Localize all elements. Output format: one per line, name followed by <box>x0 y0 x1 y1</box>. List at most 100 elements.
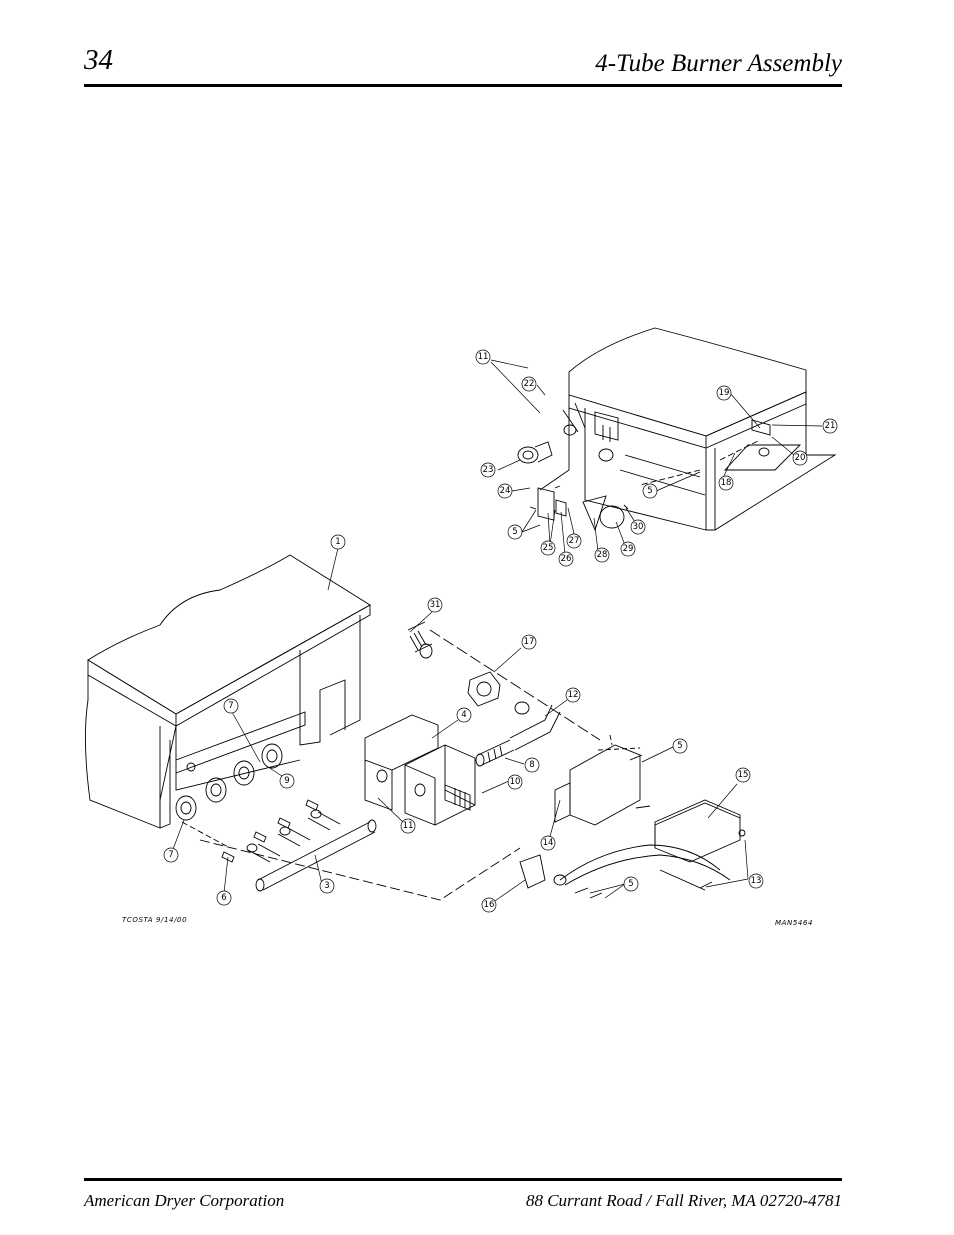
callout-c14: 14 <box>540 835 556 851</box>
callout-label: 5 <box>677 741 682 751</box>
callout-bubble <box>792 450 808 466</box>
callout-c10: 10 <box>507 774 523 790</box>
callout-label: 23 <box>483 465 494 475</box>
callout-label: 3 <box>324 881 329 891</box>
footer-address: 88 Currant Road / Fall River, MA 02720-4… <box>525 1191 842 1210</box>
callout-c9: 9 <box>279 773 295 789</box>
callout-bubble <box>319 878 335 894</box>
callout-bubble <box>594 547 610 563</box>
callout-label: 8 <box>529 760 534 770</box>
callout-bubble <box>400 818 416 834</box>
callout-c24: 24 <box>497 483 513 499</box>
callout-label: 18 <box>721 478 732 488</box>
callout-c6: 6 <box>216 890 232 906</box>
callout-label: 14 <box>543 838 554 848</box>
callout-bubble <box>558 551 574 567</box>
callout-bubble <box>507 774 523 790</box>
callout-bubble <box>642 483 658 499</box>
callout-bubble <box>524 757 540 773</box>
callout-bubble <box>540 540 556 556</box>
callout-label: 17 <box>524 637 535 647</box>
callout-label: 19 <box>719 388 730 398</box>
callout-c11a: 11 <box>475 349 491 365</box>
callout-label: 16 <box>484 900 495 910</box>
callout-c11b: 11 <box>400 818 416 834</box>
callout-c13: 13 <box>748 873 764 889</box>
callout-c16: 16 <box>481 897 497 913</box>
footer-company: American Dryer Corporation <box>84 1191 285 1210</box>
callout-bubble <box>620 541 636 557</box>
drawing-number: MAN5464 <box>775 919 813 927</box>
callout-label: 31 <box>430 600 441 610</box>
callout-label: 1 <box>335 537 340 547</box>
upper-detail-parts <box>517 402 629 532</box>
callout-label: 22 <box>524 379 535 389</box>
callout-bubble <box>521 634 537 650</box>
callout-bubble <box>163 847 179 863</box>
callout-bubble <box>279 773 295 789</box>
leader-lines <box>171 359 823 904</box>
callout-label: 7 <box>228 701 233 711</box>
callout-c29: 29 <box>620 541 636 557</box>
callout-c5d: 5 <box>623 876 639 892</box>
callout-c15: 15 <box>735 767 751 783</box>
page-number: 34 <box>84 44 113 76</box>
callout-c1: 1 <box>330 534 346 550</box>
callout-label: 5 <box>512 527 517 537</box>
callout-c4: 4 <box>456 707 472 723</box>
callout-bubble <box>521 376 537 392</box>
callout-bubble <box>735 767 751 783</box>
footer-rule <box>84 1178 842 1181</box>
callout-bubble <box>481 897 497 913</box>
callout-c20: 20 <box>792 450 808 466</box>
callout-label: 26 <box>561 554 572 564</box>
ignition-module <box>519 734 746 899</box>
callout-label: 29 <box>623 544 634 554</box>
callout-c5b: 5 <box>642 483 658 499</box>
callout-c17: 17 <box>521 634 537 650</box>
callout-bubble <box>748 873 764 889</box>
callout-label: 20 <box>795 453 806 463</box>
callout-label: 15 <box>738 770 749 780</box>
callout-c8: 8 <box>524 757 540 773</box>
callout-label: 11 <box>403 821 414 831</box>
callout-c5c: 5 <box>672 738 688 754</box>
callout-bubble <box>716 385 732 401</box>
callout-c7a: 7 <box>223 698 239 714</box>
callout-bubble <box>480 462 496 478</box>
callout-bubble <box>718 475 734 491</box>
callout-label: 7 <box>168 850 173 860</box>
callout-c12: 12 <box>565 687 581 703</box>
header-rule <box>84 84 842 87</box>
callout-c30: 30 <box>630 519 646 535</box>
callout-label: 24 <box>500 486 511 496</box>
callout-bubble <box>330 534 346 550</box>
burner-housing <box>84 554 371 829</box>
callout-c26: 26 <box>558 551 574 567</box>
author-stamp: TCOSTA 9/14/00 <box>122 916 187 924</box>
callout-c25: 25 <box>540 540 556 556</box>
callout-label: 21 <box>825 421 836 431</box>
callout-label: 27 <box>569 536 580 546</box>
callout-bubble <box>216 890 232 906</box>
callout-bubble <box>507 524 523 540</box>
callout-c19: 19 <box>716 385 732 401</box>
callout-bubble <box>630 519 646 535</box>
callout-c31: 31 <box>427 597 443 613</box>
callout-label: 5 <box>647 486 652 496</box>
callout-label: 30 <box>633 522 644 532</box>
gas-valve-assembly <box>364 621 601 826</box>
burner-tubes <box>175 743 521 901</box>
callout-c28: 28 <box>594 547 610 563</box>
callout-c18: 18 <box>718 475 734 491</box>
callout-c7b: 7 <box>163 847 179 863</box>
callout-c23: 23 <box>480 462 496 478</box>
callout-c27: 27 <box>566 533 582 549</box>
callout-label: 6 <box>221 893 226 903</box>
callout-bubble <box>623 876 639 892</box>
callout-label: 4 <box>461 710 466 720</box>
callout-bubble <box>223 698 239 714</box>
callout-bubble <box>456 707 472 723</box>
callout-c21: 21 <box>822 418 838 434</box>
